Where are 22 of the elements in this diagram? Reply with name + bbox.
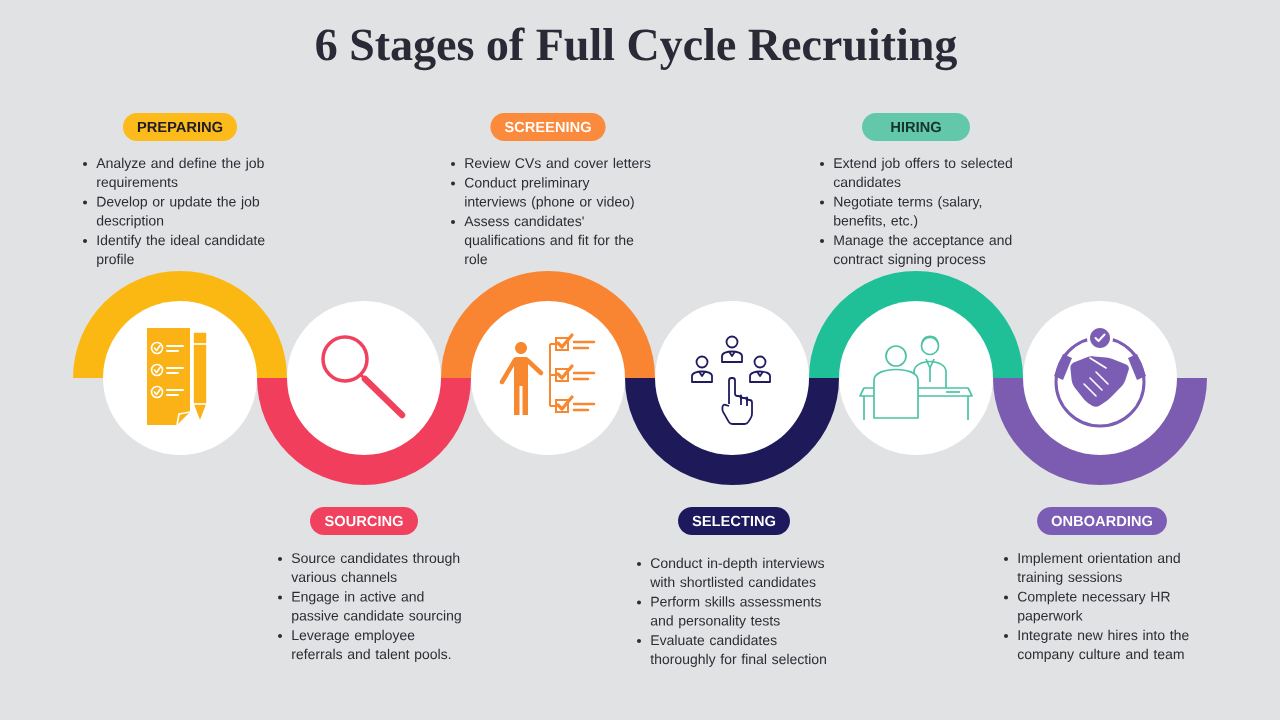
icon-circle [471, 301, 625, 455]
icon-circle [287, 301, 441, 455]
bullet-item: Manage the acceptance and contract signing process [833, 234, 1012, 267]
bullet-item: Develop or update the job description [96, 196, 260, 229]
bullet-item: Perform skills assessments and personality tests [650, 596, 821, 629]
bullet-item: Complete necessary HR paperwork [1018, 591, 1170, 624]
bullet-item: Negotiate terms (salary, benefits, etc.) [834, 196, 982, 229]
bullet-item: Leverage employee referrals and talent pools. [292, 629, 451, 662]
bullet-item: Conduct in-depth interviews with shortlisted candidates [650, 557, 825, 588]
bullet-item: Conduct preliminary interviews (phone or video) [465, 177, 634, 210]
bullet-item: Integrate new hires into the company culture and team [1017, 629, 1189, 662]
bullet-item: Review CVs and cover letters [465, 157, 651, 169]
bullet-item: Engage in active and passive candidate sourcing [292, 591, 461, 624]
bullet-item: Extend job offers to selected candidates [833, 157, 1012, 188]
bullet-item: Analyze and define the job requirements [96, 157, 264, 190]
icon-circle [655, 301, 809, 455]
bullet-item: Source candidates through various channels [291, 552, 460, 583]
bullet-item: Assess candidates' qualifications and fit for the role [464, 215, 634, 265]
title: 6 Stages of Full Cycle Recruiting [316, 27, 957, 71]
bullet-item: Evaluate candidates thoroughly for final selection [650, 634, 826, 667]
bullet-item: Implement orientation and training sessions [1017, 552, 1180, 585]
bullet-item: Identify the ideal candidate profile [97, 234, 265, 267]
